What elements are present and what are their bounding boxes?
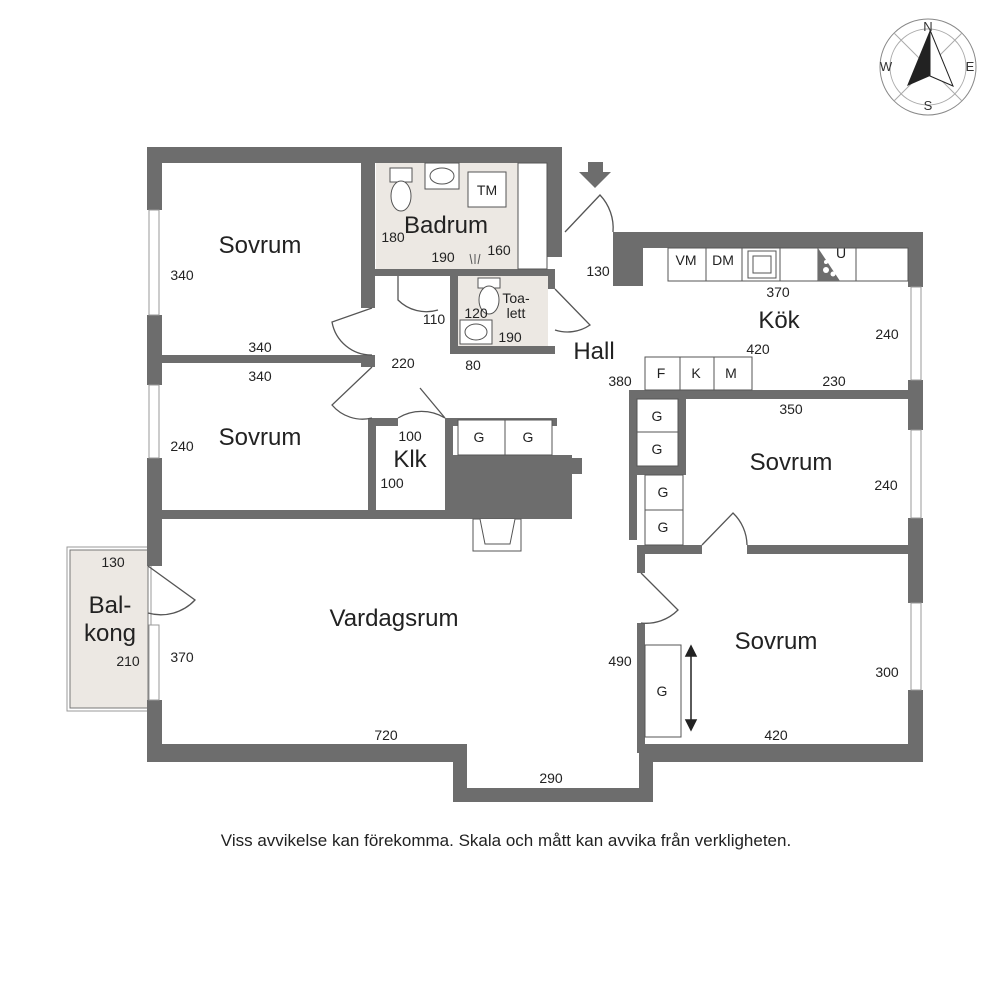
label-g-sovrum4: G (657, 683, 668, 699)
label-tm: TM (477, 182, 497, 198)
dim-kok-bottom: 230 (822, 373, 846, 389)
compass-w: W (880, 59, 893, 74)
dim-hall-height: 380 (608, 373, 632, 389)
room-label-kok: Kök (758, 307, 800, 334)
dim-sovrum4-width: 420 (764, 727, 788, 743)
dim-vardagsrum-side: 490 (608, 653, 632, 669)
label-k: K (691, 365, 701, 381)
disclaimer-text: Viss avvikelse kan förekomma. Skala och … (221, 831, 791, 850)
tm-box (467, 171, 507, 208)
room-label-sovrum-2: Sovrum (219, 424, 302, 451)
stove-burner-icon (824, 260, 828, 264)
label-g-sovrum3-2: G (658, 519, 669, 535)
room-label-klk: Klk (393, 446, 427, 473)
wardrobes (457, 398, 684, 738)
room-label-balkong-2: kong (84, 620, 136, 647)
label-g-hall-2: G (652, 441, 663, 457)
kitchen-counter-bottom (644, 356, 753, 391)
label-dm: DM (712, 252, 734, 268)
stove-burner-icon (830, 271, 836, 277)
room-label-sovrum-3: Sovrum (750, 449, 833, 476)
dim-vardagsrum-width: 720 (374, 727, 398, 743)
toalett-fixtures (459, 277, 501, 345)
room-label-hall: Hall (573, 338, 614, 365)
dim-balkong-height: 210 (116, 653, 140, 669)
label-vm: VM (676, 252, 697, 268)
room-label-balkong-1: Bal- (89, 592, 132, 619)
dim-badrum-width: 190 (431, 249, 455, 265)
bath-toilet-icon (389, 167, 413, 183)
label-g-sovrum3-1: G (658, 484, 669, 500)
label-g-klk-1: G (474, 429, 485, 445)
dim-sovrum1-height: 340 (170, 267, 194, 283)
dim-kok-height: 240 (875, 326, 899, 342)
balkong-floor (69, 549, 149, 709)
dim-toalett-height: 120 (464, 305, 488, 321)
fireplace-icon (472, 518, 522, 552)
door-klk (397, 387, 446, 419)
room-label-toalett-1: Toa- (502, 290, 530, 306)
room-label-badrum: Badrum (404, 212, 488, 239)
dim-kok-width: 370 (766, 284, 790, 300)
dim-sovrum3-height: 240 (874, 477, 898, 493)
dim-balkong-width: 130 (101, 554, 125, 570)
dim-vardagsrum-height: 370 (170, 649, 194, 665)
compass-rose-icon: N E S W (879, 18, 977, 116)
walls (147, 147, 923, 802)
door-sovrum4 (640, 572, 679, 624)
dim-hall-door: 110 (423, 311, 446, 327)
dim-vardagsrum-bay: 290 (539, 770, 563, 786)
dim-toalett-width: 190 (498, 329, 522, 345)
door-sovrum1 (331, 307, 373, 356)
label-g-klk-2: G (523, 429, 534, 445)
compass-s: S (924, 98, 933, 113)
door-toalett (554, 288, 592, 333)
dim-sovrum3-width: 350 (779, 401, 803, 417)
room-label-sovrum-1: Sovrum (219, 232, 302, 259)
dim-badrum-right: 160 (487, 242, 511, 258)
entrance-arrow-icon (579, 162, 611, 188)
kitchen-counter-top (667, 247, 909, 282)
drain-icon (469, 253, 481, 265)
door-balkong (147, 565, 196, 616)
compass-e: E (966, 59, 975, 74)
dim-toalett-depth: 80 (465, 357, 481, 373)
door-sovrum2 (331, 366, 373, 420)
stove-burner-icon (823, 267, 829, 273)
door-sovrum3 (701, 512, 748, 546)
label-m: M (725, 365, 737, 381)
room-label-toalett-2: lett (507, 305, 526, 321)
dim-hall-entry: 130 (586, 263, 610, 279)
compass-n: N (923, 19, 932, 34)
dim-badrum-height: 180 (381, 229, 405, 245)
room-label-sovrum-4: Sovrum (735, 628, 818, 655)
dim-klk-height: 100 (380, 475, 404, 491)
label-u: U (836, 245, 846, 261)
room-label-vardagsrum: Vardagsrum (330, 605, 459, 632)
dim-sovrum2-height: 240 (170, 438, 194, 454)
label-f: F (657, 365, 666, 381)
dim-klk-width: 100 (398, 428, 422, 444)
dim-kok-inner: 420 (746, 341, 770, 357)
double-arrow-icon (684, 644, 698, 732)
dim-sovrum4-height: 300 (875, 664, 899, 680)
door-entrance (564, 194, 614, 233)
dim-sovrum1-width: 340 (248, 339, 272, 355)
windows (148, 209, 922, 701)
label-g-hall-1: G (652, 408, 663, 424)
badrum-fixtures (389, 162, 548, 270)
dim-sovrum2-width: 340 (248, 368, 272, 384)
doors (147, 194, 748, 624)
door-badrum (397, 276, 439, 313)
dim-hall-width: 220 (391, 355, 415, 371)
